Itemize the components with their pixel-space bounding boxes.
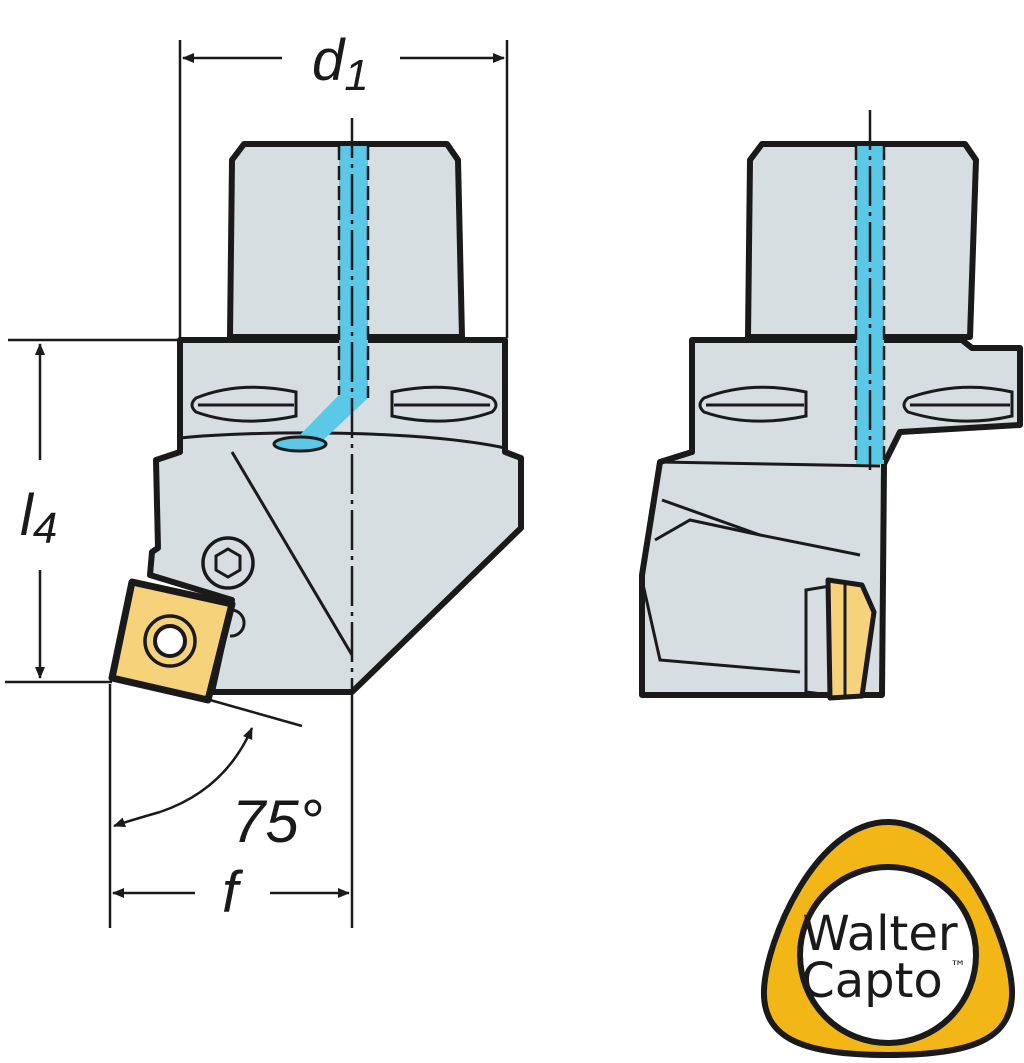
- label-f: f: [222, 860, 244, 925]
- clamp-edge: [230, 451, 354, 656]
- slot-left: [190, 385, 298, 423]
- screw: [201, 536, 255, 590]
- svg-text:™: ™: [950, 957, 966, 976]
- dimensions: [5, 40, 509, 928]
- label-d1: d1: [312, 28, 369, 100]
- coolant-channel: [290, 146, 368, 445]
- slot-right: [390, 385, 498, 423]
- side-view: [639, 110, 1023, 701]
- coolant-outlet: [272, 435, 328, 453]
- walter-capto-logo: Walter Capto ™: [760, 818, 1016, 1059]
- label-angle: 75°: [232, 788, 323, 855]
- cutting-insert-side: [825, 577, 877, 701]
- svg-text:Capto: Capto: [801, 953, 943, 1009]
- front-view: [108, 118, 524, 704]
- label-l4: l4: [20, 483, 57, 553]
- hex-socket-icon: [214, 547, 242, 579]
- svg-text:Walter: Walter: [802, 906, 957, 962]
